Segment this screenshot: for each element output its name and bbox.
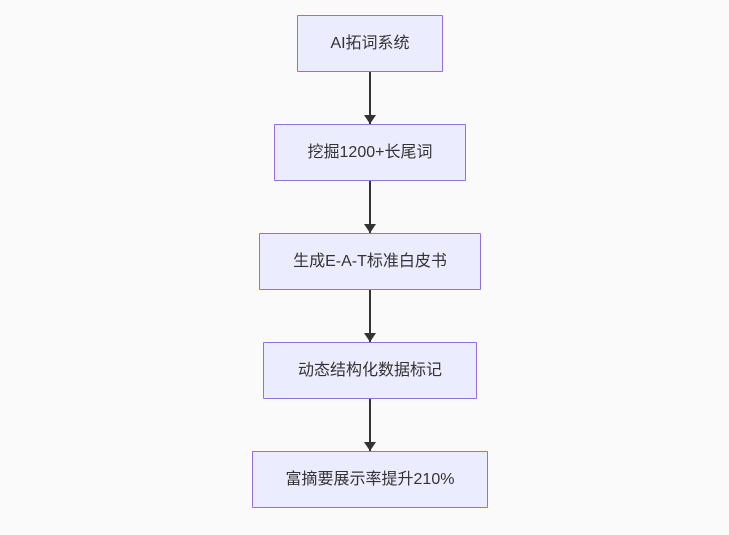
node-label: 生成E-A-T标准白皮书 (293, 252, 447, 270)
edge-line (369, 72, 371, 124)
flowchart-edge-3 (364, 290, 376, 342)
node-label: 富摘要展示率提升210% (285, 470, 455, 488)
flowchart-edge-1 (364, 72, 376, 124)
node-label: AI拓词系统 (330, 34, 410, 52)
node-label: 挖掘1200+长尾词 (307, 143, 433, 161)
flowchart-node-eat-whitepaper: 生成E-A-T标准白皮书 (259, 233, 481, 290)
edge-line (369, 290, 371, 342)
flowchart-node-structured-data: 动态结构化数据标记 (263, 342, 477, 399)
flowchart-node-rich-snippet-result: 富摘要展示率提升210% (252, 451, 488, 508)
arrowhead-down-icon (364, 442, 376, 451)
flowchart-node-ai-word-system: AI拓词系统 (297, 15, 443, 72)
arrowhead-down-icon (364, 224, 376, 233)
arrowhead-down-icon (364, 115, 376, 124)
flowchart-edge-2 (364, 181, 376, 233)
edge-line (369, 399, 371, 451)
flowchart-edge-4 (364, 399, 376, 451)
edge-line (369, 181, 371, 233)
flowchart-node-longtail-mining: 挖掘1200+长尾词 (274, 124, 466, 181)
arrowhead-down-icon (364, 333, 376, 342)
node-label: 动态结构化数据标记 (297, 361, 442, 379)
